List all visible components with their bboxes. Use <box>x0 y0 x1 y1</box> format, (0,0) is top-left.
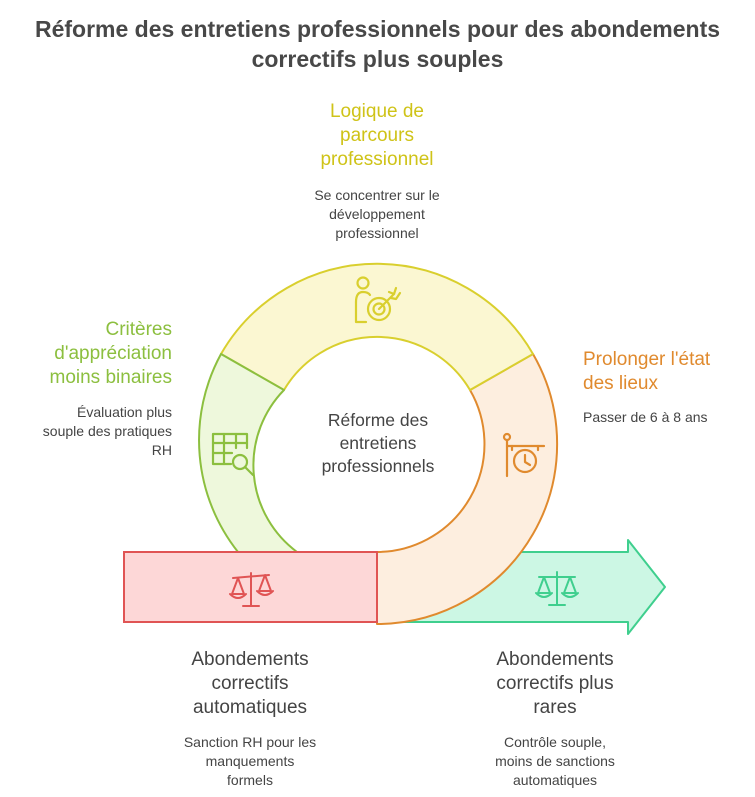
desc-line: Sanction RH pour les <box>183 734 317 750</box>
label-line: parcours <box>340 125 414 146</box>
desc-parcours: Se concentrer sur le développement profe… <box>277 186 477 243</box>
desc-line: moins de sanctions <box>495 753 615 769</box>
ring-segment-top <box>220 262 534 391</box>
desc-criteres: Évaluation plus souple des pratiques RH <box>10 403 172 460</box>
center-label-line: professionnels <box>321 456 435 476</box>
label-etat-des-lieux: Prolonger l'état des lieux <box>583 348 748 396</box>
center-label-line: Réforme des <box>327 410 429 430</box>
desc-line: professionnel <box>335 225 419 241</box>
desc-line: automatiques <box>512 772 598 788</box>
desc-etat-des-lieux: Passer de 6 à 8 ans <box>583 408 748 427</box>
title-line: Réforme des entretiens professionnels po… <box>34 16 721 42</box>
desc-line: Contrôle souple, <box>504 734 606 750</box>
label-line: Critères <box>105 319 172 340</box>
ring-segment-left <box>198 353 298 553</box>
label-line: d'appréciation <box>54 343 172 364</box>
label-line: Abondements <box>496 649 614 670</box>
scales-icon <box>229 572 274 607</box>
title-line: correctifs plus souples <box>251 46 504 72</box>
label-line: moins binaires <box>49 367 173 388</box>
scales-icon <box>535 571 579 606</box>
desc-line: souple des pratiques <box>42 423 172 439</box>
label-line: correctifs <box>211 673 289 694</box>
label-automatiques: Abondements correctifs automatiques <box>150 648 350 720</box>
label-rares: Abondements correctifs plus rares <box>455 648 655 720</box>
center-label-line: entretiens <box>339 433 417 453</box>
center-label: Réforme des entretiens professionnels <box>290 409 466 478</box>
desc-line: Évaluation plus <box>77 404 172 420</box>
clock-sign-icon <box>502 432 546 478</box>
desc-line: Passer de 6 à 8 ans <box>583 409 708 425</box>
table-search-icon <box>211 432 255 477</box>
ring-segment-right <box>376 353 559 625</box>
person-target-icon <box>354 276 402 324</box>
desc-line: formels <box>227 772 273 788</box>
label-line: des lieux <box>583 373 658 394</box>
label-line: Prolonger l'état <box>583 349 711 370</box>
label-line: automatiques <box>192 697 308 718</box>
desc-line: développement <box>329 206 425 222</box>
desc-line: Se concentrer sur le <box>314 187 440 203</box>
label-line: Abondements <box>191 649 309 670</box>
desc-line: RH <box>151 442 172 458</box>
label-criteres: Critères d'appréciation moins binaires <box>10 318 173 390</box>
desc-automatiques: Sanction RH pour les manquements formels <box>150 733 350 790</box>
desc-rares: Contrôle souple, moins de sanctions auto… <box>455 733 655 790</box>
label-line: Logique de <box>329 101 425 122</box>
label-line: professionnel <box>320 149 434 170</box>
label-line: correctifs plus <box>496 673 614 694</box>
label-line: rares <box>533 697 577 718</box>
label-parcours: Logique de parcours professionnel <box>277 100 477 172</box>
desc-line: manquements <box>205 753 295 769</box>
page-title: Réforme des entretiens professionnels po… <box>0 14 755 74</box>
